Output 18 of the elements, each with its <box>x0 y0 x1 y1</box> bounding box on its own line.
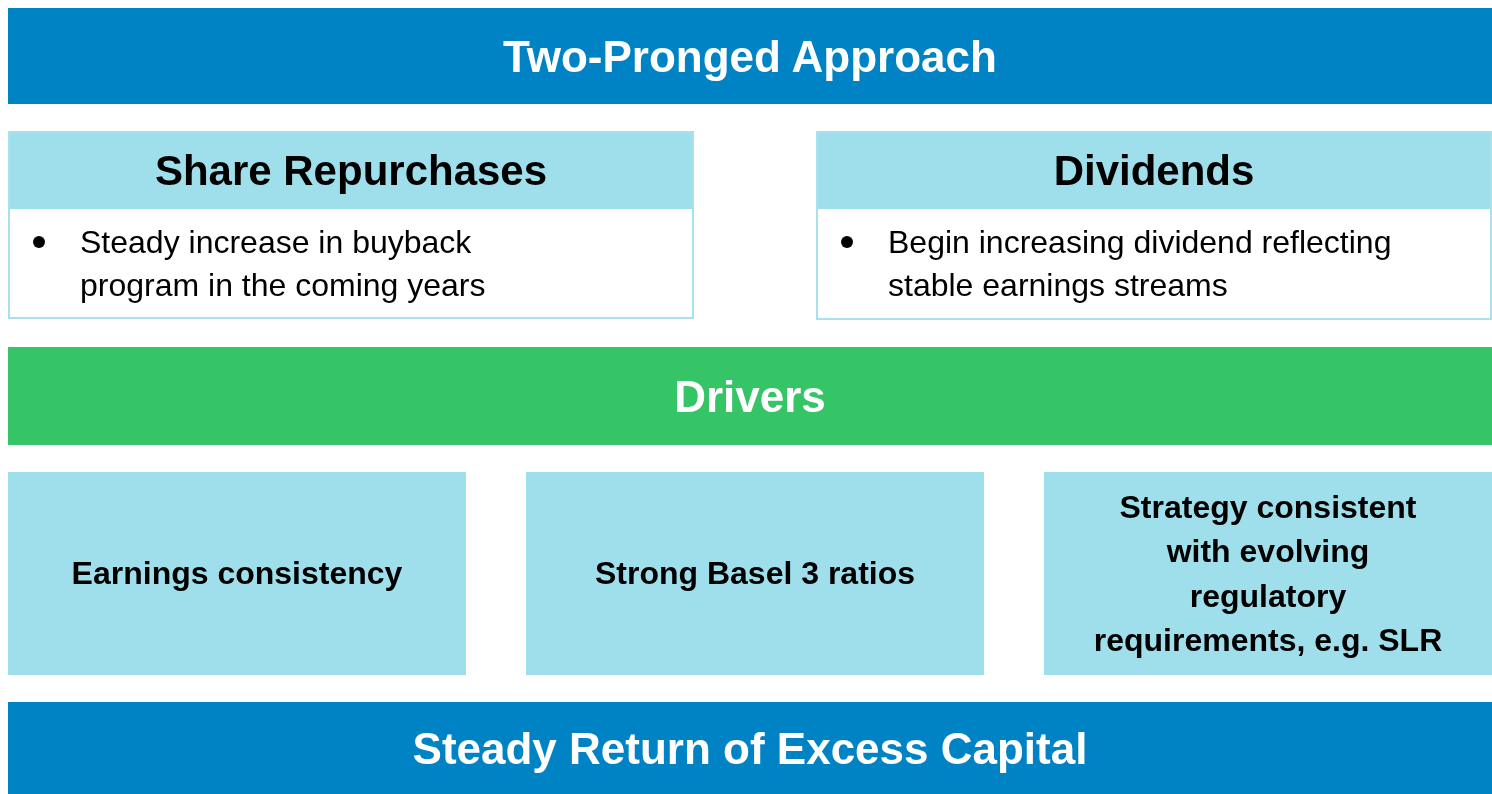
title-banner <box>8 8 1492 104</box>
card-title: Dividends <box>1053 145 1255 196</box>
driver-box <box>526 472 984 675</box>
section-banner <box>8 347 1492 445</box>
bullet-item: Begin increasing dividend reflecting stable earnings streams <box>888 223 1393 306</box>
banner-title: Drivers <box>674 370 826 423</box>
banner-title: Two-Pronged Approach <box>503 30 997 83</box>
driver-label: Earnings consistency <box>71 554 403 594</box>
bullet-item: Steady increase in buyback program in the coming years <box>80 223 487 306</box>
approach-card <box>8 131 694 319</box>
driver-box <box>1044 472 1492 675</box>
approach-card <box>816 131 1492 320</box>
banner-title: Steady Return of Excess Capital <box>412 722 1088 775</box>
driver-label: Strong Basel 3 ratios <box>594 554 916 594</box>
driver-box <box>8 472 466 675</box>
card-title: Share Repurchases <box>154 145 548 196</box>
driver-label: Strategy consistent with evolving regulatory requirements, e.g. SLR <box>1092 488 1444 660</box>
title-banner <box>8 702 1492 794</box>
